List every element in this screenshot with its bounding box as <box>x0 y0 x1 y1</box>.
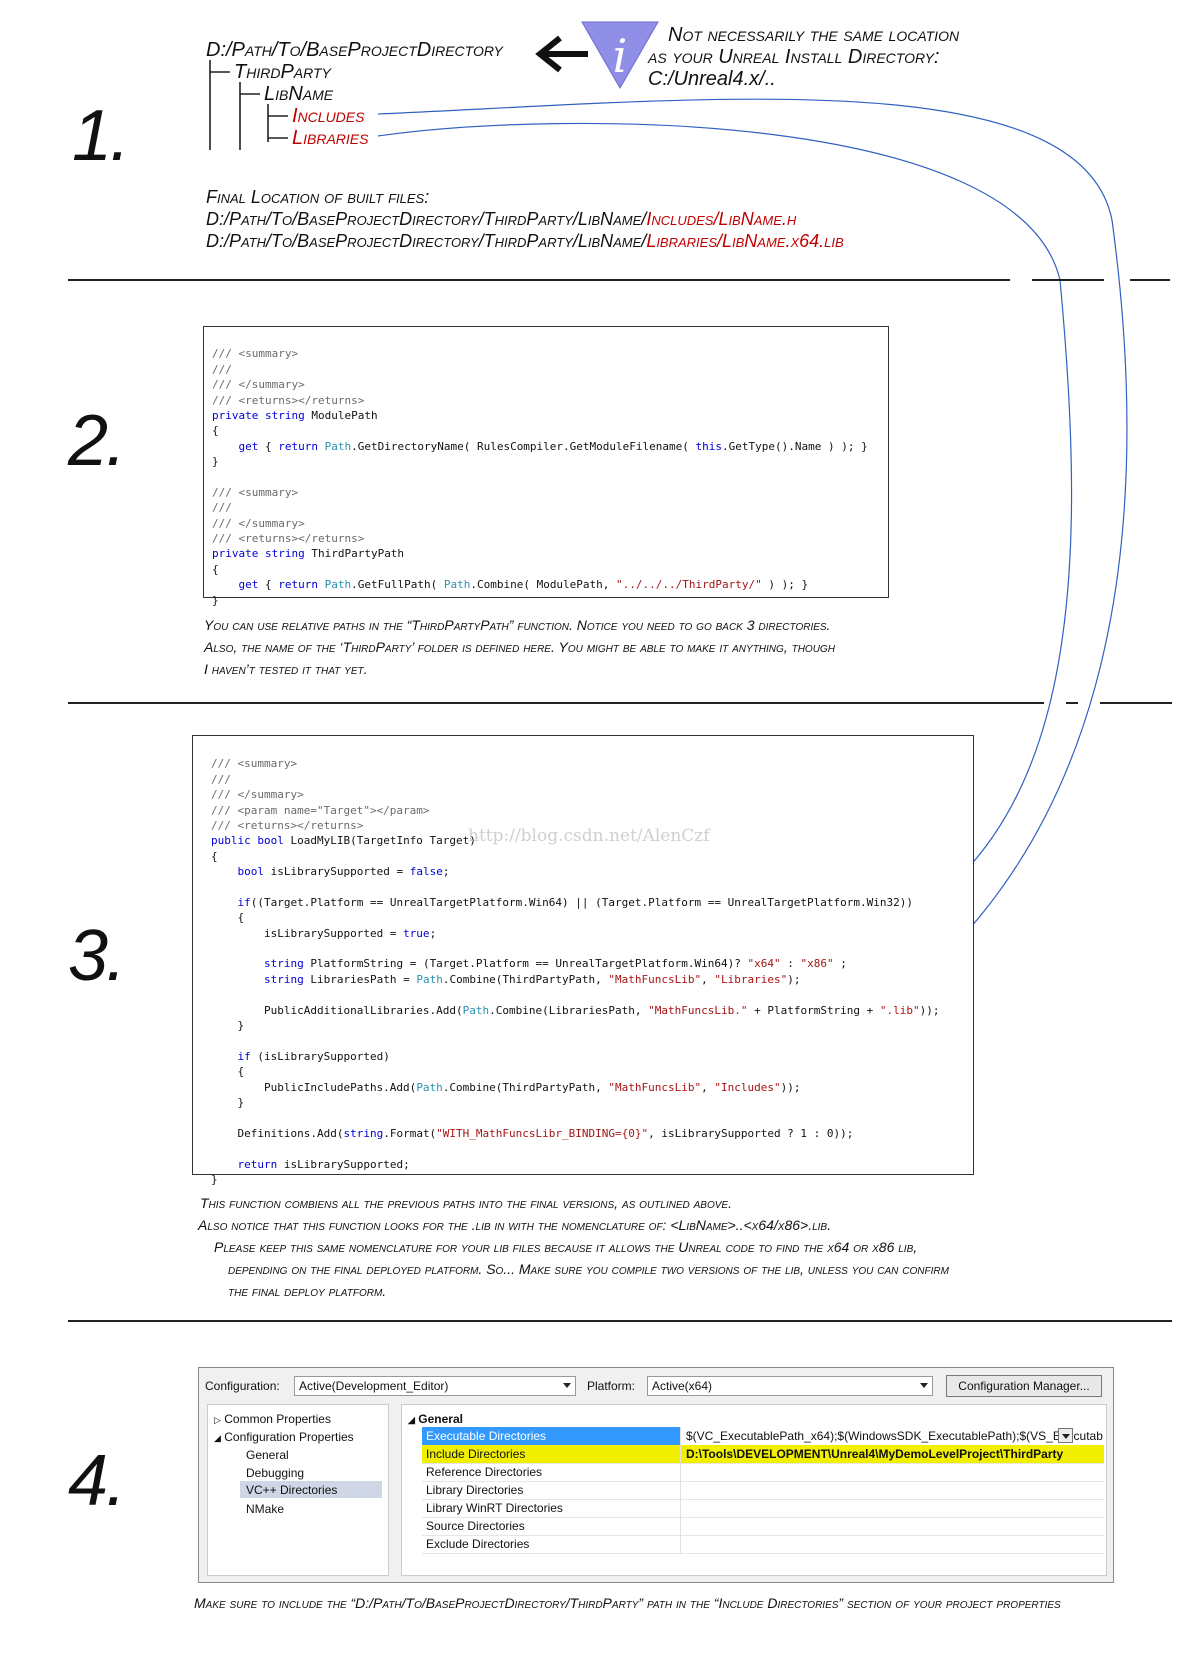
watermark-url: http://blog.csdn.net/AlenCzf <box>468 826 710 846</box>
column-divider <box>680 1481 681 1499</box>
grid-row-exclude-directories[interactable]: Exclude Directories <box>422 1535 1104 1554</box>
chevron-down-icon <box>920 1383 928 1388</box>
configuration-combo[interactable]: Active(Development_Editor) <box>294 1376 576 1396</box>
expand-right-icon[interactable]: ▷ <box>214 1415 221 1425</box>
divider-1c <box>1130 279 1170 281</box>
tree-root: D:/Path/To/BaseProjectDirectory <box>206 39 503 61</box>
platform-value: Active(x64) <box>652 1379 713 1393</box>
final-line2-prefix: D:/Path/To/BaseProjectDirectory/ThirdPar… <box>206 231 647 251</box>
tree-item-common-label: Common Properties <box>224 1412 331 1426</box>
configuration-manager-button[interactable]: Configuration Manager... <box>946 1375 1102 1397</box>
tree-item-nmake[interactable]: NMake <box>246 1502 285 1516</box>
platform-combo[interactable]: Active(x64) <box>647 1376 933 1396</box>
grid-row-executable-directories[interactable]: Executable Directories $(VC_ExecutablePa… <box>422 1427 1104 1446</box>
row-name: Library Directories <box>426 1483 524 1497</box>
column-divider <box>680 1445 681 1463</box>
column-divider <box>680 1517 681 1535</box>
row-name: Include Directories <box>426 1447 526 1461</box>
chevron-down-icon <box>563 1383 571 1388</box>
step2-caption-line3: I haven’t tested it that yet. <box>204 661 368 677</box>
final-line1-prefix: D:/Path/To/BaseProjectDirectory/ThirdPar… <box>206 209 647 229</box>
tree-item-common-properties[interactable]: ▷ Common Properties <box>214 1412 331 1426</box>
tree-third-party: ThirdParty <box>234 61 331 83</box>
divider-3 <box>68 1320 1172 1322</box>
chevron-down-icon <box>1062 1434 1070 1439</box>
grid-row-source-directories[interactable]: Source Directories <box>422 1517 1104 1536</box>
info-note-line2: as your Unreal Install Directory: <box>648 46 940 68</box>
final-location-line1: D:/Path/To/BaseProjectDirectory/ThirdPar… <box>206 208 844 230</box>
step-number-2: 2. <box>68 401 126 481</box>
property-pages-panel: Configuration: Active(Development_Editor… <box>198 1367 1114 1583</box>
final-location-line2: D:/Path/To/BaseProjectDirectory/ThirdPar… <box>206 230 844 252</box>
step3-caption-line3: Please keep this same nomenclature for y… <box>214 1239 918 1255</box>
grid-header-label: General <box>418 1412 463 1426</box>
selection-highlight <box>422 1427 680 1445</box>
configuration-label: Configuration: <box>205 1379 280 1393</box>
code-block-paths: /// <summary>////// </summary>/// <retur… <box>203 326 889 607</box>
configuration-value: Active(Development_Editor) <box>299 1379 449 1393</box>
column-divider <box>680 1463 681 1481</box>
arrow-left-icon <box>535 35 588 73</box>
final-location-heading: Final Location of built files: <box>206 187 430 207</box>
tree-includes: Includes <box>292 105 365 127</box>
tree-item-debugging[interactable]: Debugging <box>246 1466 305 1480</box>
platform-label: Platform: <box>587 1379 636 1393</box>
divider-2 <box>68 702 1044 704</box>
step-number-3: 3. <box>68 916 126 996</box>
final-line1-red: Includes/LibName.h <box>646 209 797 229</box>
info-icon: i <box>581 21 659 90</box>
tree-item-vcpp-directories[interactable]: VC++ Directories <box>240 1481 382 1498</box>
grid-row-library-directories[interactable]: Library Directories <box>422 1481 1104 1500</box>
step2-caption-line1: You can use relative paths in the “Third… <box>204 617 831 633</box>
grid-header-general[interactable]: ◢ General <box>408 1412 463 1426</box>
divider-1 <box>68 279 1010 281</box>
tree-lines <box>209 60 288 150</box>
grid-row-include-directories[interactable]: Include Directories D:\Tools\DEVELOPMENT… <box>422 1445 1104 1464</box>
step4-caption: Make sure to include the “D:/Path/To/Bas… <box>194 1595 1061 1611</box>
row-name: Library WinRT Directories <box>426 1501 563 1515</box>
final-location: Final Location of built files: D:/Path/T… <box>206 186 844 252</box>
step-number-1: 1. <box>72 96 130 176</box>
code-block-loadmylib: /// <summary>////// </summary>/// <param… <box>192 735 974 1186</box>
column-divider <box>680 1499 681 1517</box>
grid-row-reference-directories[interactable]: Reference Directories <box>422 1463 1104 1482</box>
row-name: Executable Directories <box>426 1429 547 1443</box>
step3-caption-line1: This function combiens all the previous … <box>200 1195 732 1211</box>
svg-text:i: i <box>613 29 628 83</box>
dropdown-button[interactable] <box>1058 1428 1073 1443</box>
info-note-line1: Not necessarily the same location <box>668 24 960 46</box>
row-value[interactable]: $(VC_ExecutablePath_x64);$(WindowsSDK_Ex… <box>686 1429 1103 1443</box>
tree-item-config-label: Configuration Properties <box>224 1430 354 1444</box>
step3-caption-line4: depending on the final deployed platform… <box>228 1261 949 1277</box>
property-grid: ◢ General Executable Directories $(VC_Ex… <box>401 1404 1107 1576</box>
divider-1b <box>1032 279 1104 281</box>
column-divider <box>680 1535 681 1553</box>
tree-item-general[interactable]: General <box>246 1448 289 1462</box>
expand-down-icon[interactable]: ◢ <box>214 1433 221 1443</box>
connector-includes-curve <box>377 98 1128 1071</box>
divider-2b <box>1066 702 1078 704</box>
divider-2c <box>1100 702 1172 704</box>
row-name: Reference Directories <box>426 1465 543 1479</box>
row-value[interactable]: D:\Tools\DEVELOPMENT\Unreal4\MyDemoLevel… <box>686 1447 1064 1461</box>
property-tree: ▷ Common Properties ◢ Configuration Prop… <box>207 1404 389 1576</box>
tree-libraries: Libraries <box>292 127 369 149</box>
column-divider <box>680 1427 681 1445</box>
grid-row-library-winrt-directories[interactable]: Library WinRT Directories <box>422 1499 1104 1518</box>
step-number-4: 4. <box>68 1441 126 1521</box>
tree-item-configuration-properties[interactable]: ◢ Configuration Properties <box>214 1430 354 1444</box>
final-line2-red: Libraries/LibName.x64.lib <box>646 231 844 251</box>
step3-caption-line2: Also notice that this function looks for… <box>198 1217 831 1233</box>
step2-caption-line2: Also, the name of the ‘ThirdParty’ folde… <box>204 639 835 655</box>
expand-down-icon[interactable]: ◢ <box>408 1415 415 1425</box>
row-name: Exclude Directories <box>426 1537 530 1551</box>
tree-lib-name: LibName <box>264 83 334 105</box>
row-name: Source Directories <box>426 1519 525 1533</box>
info-note-line3: C:/Unreal4.x/.. <box>648 68 776 90</box>
step3-caption-line5: the final deploy platform. <box>228 1283 387 1299</box>
